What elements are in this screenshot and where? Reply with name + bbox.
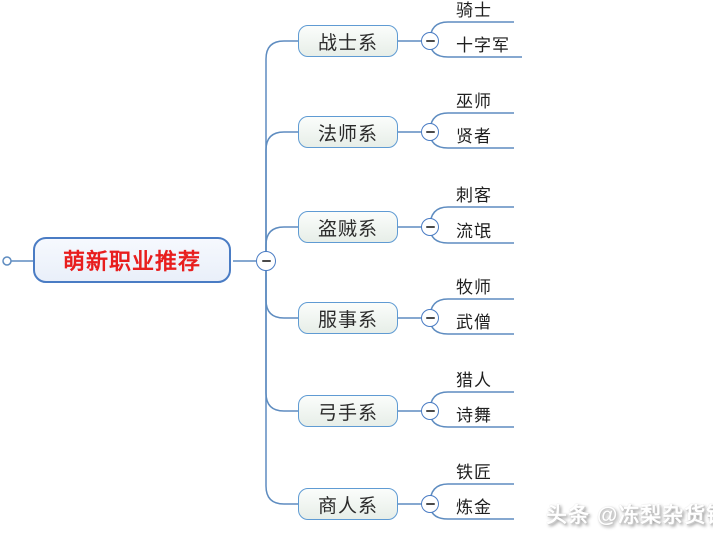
leaf-topic[interactable]: 贤者 <box>456 127 492 146</box>
collapse-button-mage[interactable] <box>421 123 439 141</box>
leaf-topic[interactable]: 诗舞 <box>456 406 492 425</box>
leaf-topic[interactable]: 猎人 <box>456 371 492 390</box>
branch-topic-merchant[interactable]: 商人系 <box>298 488 398 520</box>
branch-topic-warrior[interactable]: 战士系 <box>298 25 398 57</box>
leaf-topic[interactable]: 骑士 <box>456 1 492 20</box>
collapse-button-acolyte[interactable] <box>421 309 439 327</box>
branch-topic-mage[interactable]: 法师系 <box>298 116 398 148</box>
branch-topic-archer[interactable]: 弓手系 <box>298 395 398 427</box>
collapse-button-merchant[interactable] <box>421 495 439 513</box>
collapse-button-archer[interactable] <box>421 402 439 420</box>
leaf-topic[interactable]: 铁匠 <box>456 463 492 482</box>
leaf-topic[interactable]: 流氓 <box>456 222 492 241</box>
minus-icon <box>425 503 435 505</box>
root-topic[interactable]: 萌新职业推荐 <box>33 237 231 283</box>
collapse-button-root[interactable] <box>256 251 276 271</box>
leaf-topic[interactable]: 刺客 <box>456 186 492 205</box>
leaf-topic[interactable]: 十字军 <box>456 36 510 55</box>
watermark-text: 头条 @冻梨杂货铺 <box>546 504 713 527</box>
leaf-topic[interactable]: 牧师 <box>456 278 492 297</box>
minus-icon <box>425 131 435 133</box>
minus-icon <box>425 226 435 228</box>
leaf-topic[interactable]: 巫师 <box>456 92 492 111</box>
collapse-button-thief[interactable] <box>421 218 439 236</box>
root-anchor-dot <box>2 256 12 266</box>
minus-icon <box>425 317 435 319</box>
branch-topic-thief[interactable]: 盗贼系 <box>298 211 398 243</box>
leaf-topic[interactable]: 武僧 <box>456 313 492 332</box>
minus-icon <box>425 410 435 412</box>
branch-topic-acolyte[interactable]: 服事系 <box>298 302 398 334</box>
minus-icon <box>425 40 435 42</box>
leaf-topic[interactable]: 炼金 <box>456 498 492 517</box>
collapse-button-warrior[interactable] <box>421 32 439 50</box>
minus-icon <box>261 260 271 262</box>
